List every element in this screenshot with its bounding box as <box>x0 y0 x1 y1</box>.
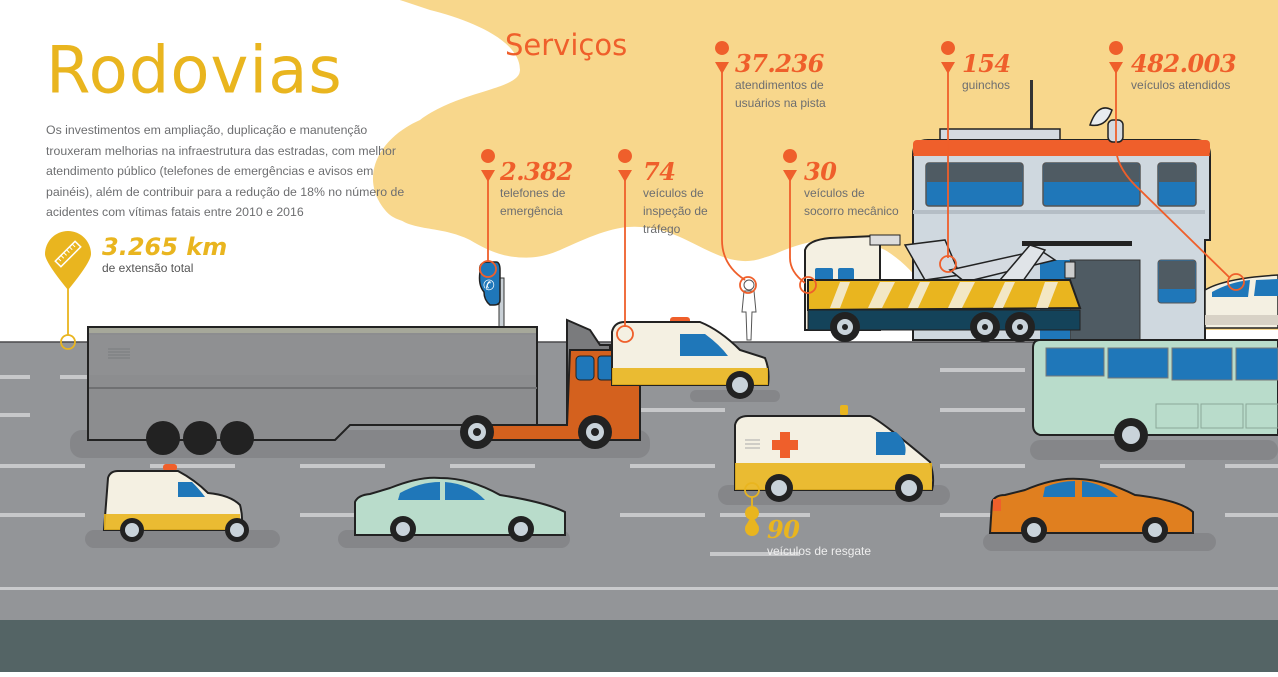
stat-label: telefones de <box>500 186 566 200</box>
stat-user-assistance: 37.236 atendimentos de usuários na pista <box>735 52 826 112</box>
stat-label: veículos atendidos <box>1131 78 1231 92</box>
stat-mechanical-rescue: 30 veículos de socorro mecânico <box>804 160 899 220</box>
stat-label: veículos de <box>804 186 865 200</box>
page-title: Rodovias <box>46 33 343 109</box>
stat-label: tráfego <box>643 222 681 236</box>
callout-lines <box>479 68 1245 343</box>
extension-stat: 3.265 km de extensão total <box>102 233 227 275</box>
mint-sedan <box>354 476 566 542</box>
stat-label: veículos de resgate <box>767 544 872 558</box>
ruler-icon <box>54 240 82 268</box>
bus <box>1032 339 1278 452</box>
inspection-van-bottom <box>102 464 249 542</box>
stat-vehicles-served: 482.003 veículos atendidos <box>1131 49 1237 94</box>
tow-truck <box>804 234 1082 342</box>
extension-label: de extensão total <box>102 261 194 275</box>
phone-icon: ✆ <box>483 278 495 294</box>
ruler-pin <box>45 231 91 290</box>
stat-label: emergência <box>500 204 563 218</box>
stat-label: guinchos <box>962 78 1011 92</box>
extension-value: 3.265 km <box>102 233 228 261</box>
intro-paragraph: Os investimentos em ampliação, duplicaçã… <box>46 123 405 219</box>
stat-value: 2.382 <box>500 157 573 186</box>
stat-label: socorro mecânico <box>804 204 899 218</box>
stat-value: 30 <box>804 157 837 186</box>
stat-rescue-vehicles: 90 veículos de resgate <box>767 518 871 560</box>
stat-emergency-phones: 2.382 telefones de emergência <box>500 160 573 220</box>
wheels <box>830 312 1035 342</box>
semi-truck <box>87 318 641 455</box>
stat-value: 154 <box>962 49 1011 78</box>
stat-value: 482.003 <box>1131 49 1237 78</box>
services-title: Serviços <box>505 28 628 62</box>
person-figure <box>741 279 757 341</box>
emergency-phone: ✆ <box>478 261 505 329</box>
stat-tow-trucks: 154 guinchos <box>962 52 1011 94</box>
inspection-van-top <box>611 317 770 399</box>
stat-value: 90 <box>767 515 800 544</box>
stat-inspection-vehicles: 74 veículos de inspeção de tráfego <box>643 160 708 238</box>
callout-pins <box>481 41 1124 182</box>
ambulance <box>734 405 935 502</box>
stat-label: usuários na pista <box>735 96 826 110</box>
orange-sedan <box>988 477 1194 543</box>
stat-label: veículos de <box>643 186 704 200</box>
stat-label: inspeção de <box>643 204 708 218</box>
stat-value: 74 <box>643 157 676 186</box>
red-cross-icon <box>772 432 798 458</box>
footer-band <box>0 620 1278 672</box>
sedan-behind-building <box>1204 274 1278 329</box>
stat-label: atendimentos de <box>735 78 824 92</box>
stat-value: 37.236 <box>735 49 824 78</box>
